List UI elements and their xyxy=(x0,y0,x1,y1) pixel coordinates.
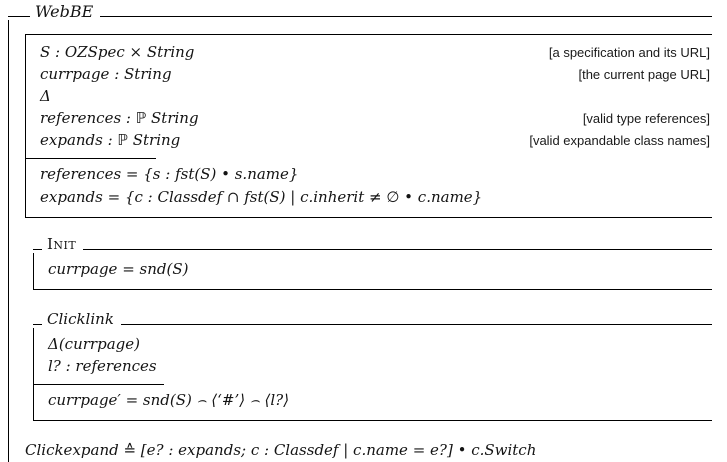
schema-separator-rule xyxy=(26,158,156,159)
header-lead-rule xyxy=(33,249,42,250)
clicklink-schema-header: Clicklink xyxy=(33,311,712,328)
state-declaration-row: currpage : String [the current page URL] xyxy=(40,63,710,85)
clicklink-declaration-row: Δ(currpage) xyxy=(48,333,710,355)
init-schema-body: currpage = snd(S) xyxy=(33,253,712,290)
declaration-comment: [a specification and its URL] xyxy=(548,45,710,60)
declaration-comment: [the current page URL] xyxy=(578,67,710,82)
state-declaration-row: S : OZSpec × String [a specification and… xyxy=(40,41,710,63)
declaration-code: l? : references xyxy=(48,357,157,375)
clicklink-declaration-row: l? : references xyxy=(48,355,710,377)
declaration-code: references : ℙ String xyxy=(40,109,199,127)
header-trail-rule xyxy=(120,324,712,325)
init-schema-box: Init currpage = snd(S) xyxy=(33,236,712,290)
webbe-class-box: WebBE S : OZSpec × String [a specificati… xyxy=(8,3,712,462)
clicklink-predicate: currpage′ = snd(S) ⌢ ⟨‘#’⟩ ⌢ ⟨l?⟩ xyxy=(48,391,290,409)
init-predicate: currpage = snd(S) xyxy=(48,260,189,278)
header-lead-rule xyxy=(8,16,30,17)
declaration-code: currpage : String xyxy=(40,65,172,83)
declaration-code: expands : ℙ String xyxy=(40,131,181,149)
clicklink-schema-name: Clicklink xyxy=(47,310,114,328)
declaration-comment: [valid expandable class names] xyxy=(529,133,710,148)
declaration-comment: [valid type references] xyxy=(582,111,710,126)
header-trail-rule xyxy=(100,16,712,17)
state-declaration-row: references : ℙ String [valid type refere… xyxy=(40,107,710,129)
init-schema-header: Init xyxy=(33,236,712,253)
declaration-code: Δ xyxy=(40,87,51,105)
state-schema-box: S : OZSpec × String [a specification and… xyxy=(25,34,712,218)
webbe-class-body: S : OZSpec × String [a specification and… xyxy=(8,20,712,462)
class-name: WebBE xyxy=(35,2,94,21)
state-declaration-row: Δ xyxy=(40,85,710,107)
state-declaration-row: expands : ℙ String [valid expandable cla… xyxy=(40,129,710,151)
header-trail-rule xyxy=(83,249,712,250)
declaration-code: Δ(currpage) xyxy=(48,335,140,353)
init-schema-name: Init xyxy=(47,235,77,253)
schema-separator-rule xyxy=(34,384,164,385)
state-predicate: expands = {c : Classdef ∩ fst(S) | c.inh… xyxy=(40,188,483,206)
state-predicate: references = {s : fst(S) • s.name} xyxy=(40,165,299,183)
clicklink-schema-body: Δ(currpage) l? : references currpage′ = … xyxy=(33,328,712,421)
clicklink-schema-box: Clicklink Δ(currpage) l? : references cu… xyxy=(33,311,712,421)
header-lead-rule xyxy=(33,324,42,325)
webbe-class-header: WebBE xyxy=(8,3,712,20)
declaration-code: S : OZSpec × String xyxy=(40,43,195,61)
clickexpand-definition: Clickexpand ≙ [e? : expands; c : Classde… xyxy=(25,441,537,459)
